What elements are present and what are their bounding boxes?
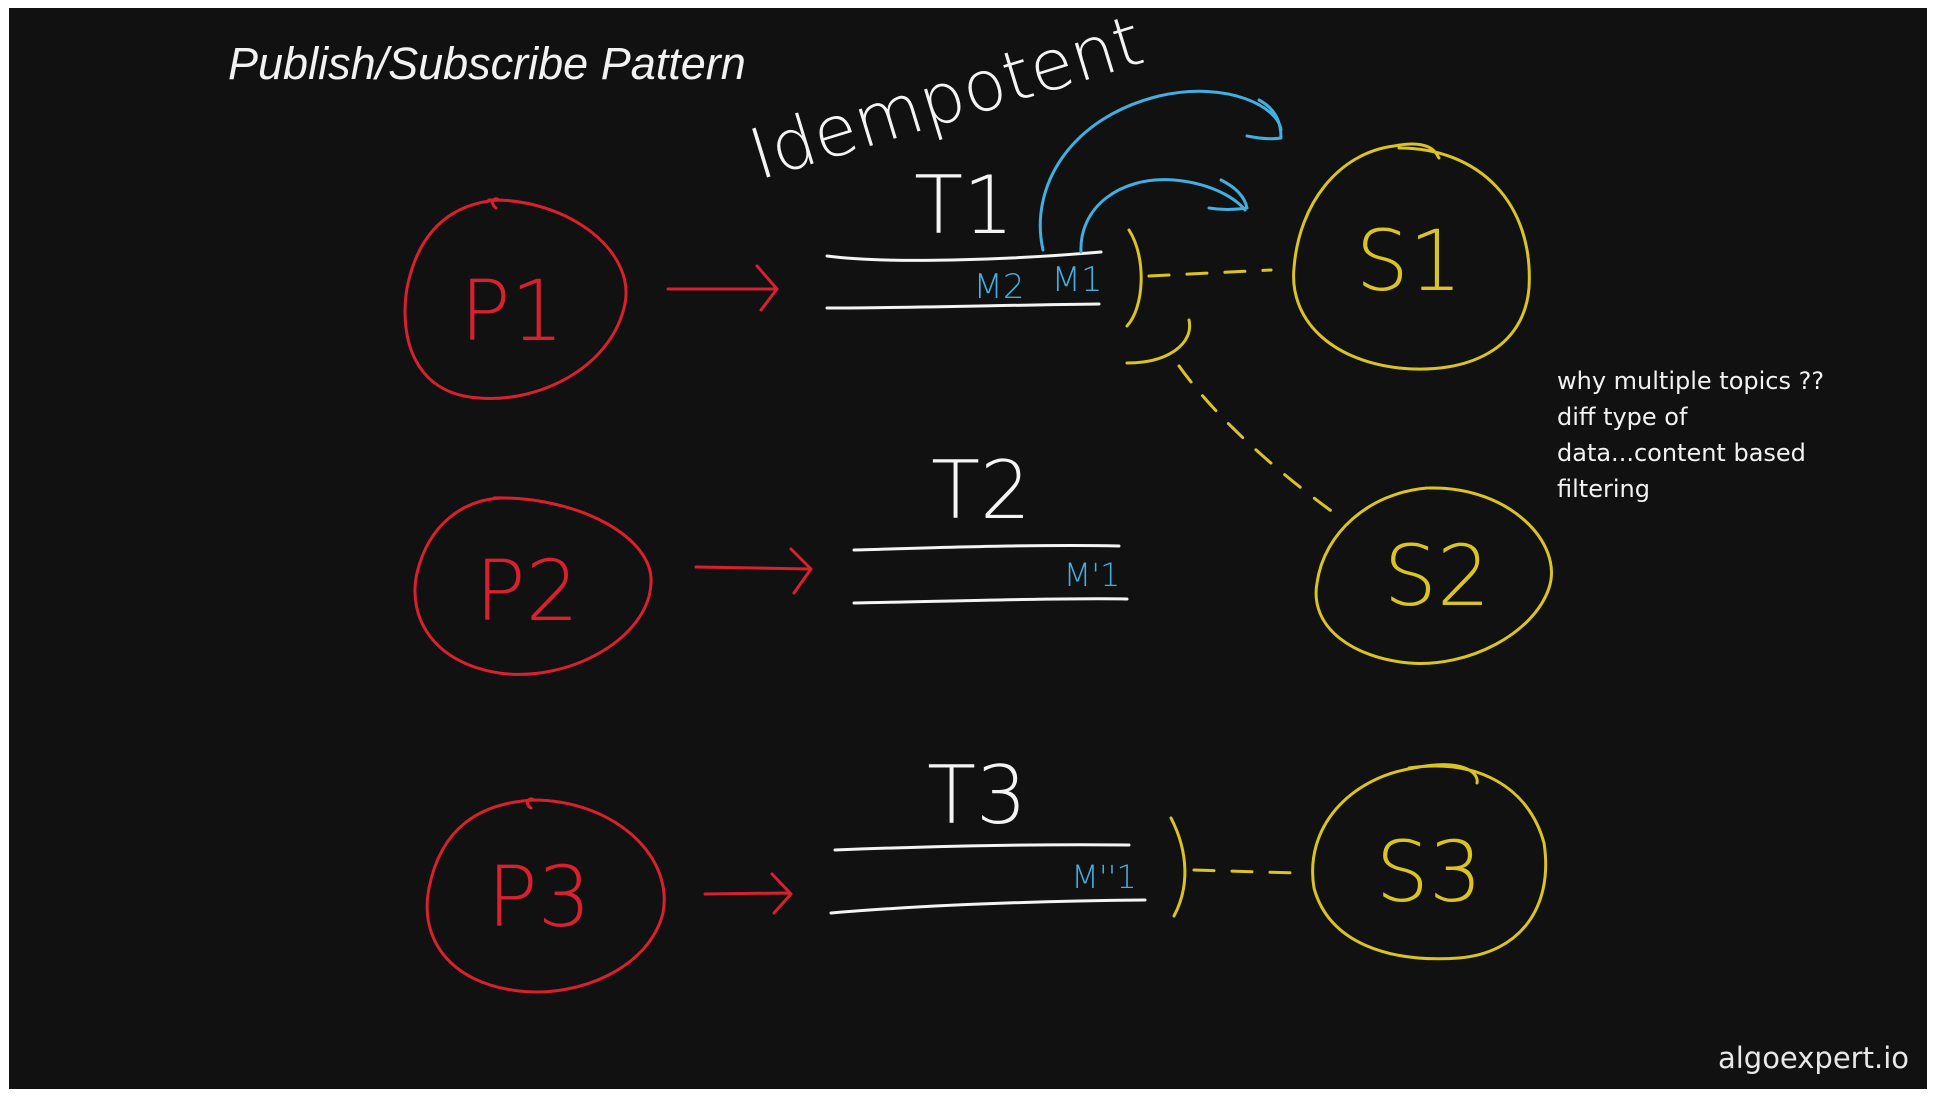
- topic-t2-top-line: [852, 543, 1121, 552]
- slide-frame: P1 P2 P3 T1 M2 M1 T2 M'1 T3: [9, 8, 1927, 1089]
- s1-subscription-link: [1147, 268, 1273, 278]
- topic-t1-top-line: [825, 250, 1103, 262]
- topic-t2-message: M'1: [1064, 556, 1121, 594]
- arrow-p3-t3: [703, 872, 793, 915]
- publisher-p1-label: P1: [460, 262, 564, 360]
- side-note-line: filtering: [1557, 475, 1650, 503]
- arrow-p2-t2: [694, 547, 813, 595]
- publisher-p1: P1: [403, 197, 628, 400]
- pubsub-diagram: P1 P2 P3 T1 M2 M1 T2 M'1 T3: [403, 8, 1553, 994]
- publisher-p3: P3: [425, 797, 666, 994]
- subscriber-s3: S3: [1311, 763, 1548, 961]
- s1-subscription-bracket: [1125, 228, 1143, 328]
- topic-t1: T1 M2 M1: [825, 159, 1103, 310]
- topic-t1-message-m2: M2: [974, 267, 1025, 307]
- publisher-p3-label: P3: [487, 848, 591, 946]
- topic-t1-message-m1: M1: [1052, 260, 1103, 300]
- subscriber-s1: S1: [1292, 142, 1531, 371]
- topic-t2-label: T2: [931, 444, 1031, 537]
- s2-subscription-link: [1177, 364, 1336, 515]
- subscriber-s1-circle: [1292, 142, 1531, 371]
- publisher-p2-circle: [413, 496, 653, 676]
- subscriber-s1-label: S1: [1356, 212, 1463, 310]
- topic-t3-top-line: [833, 843, 1131, 852]
- side-note-line: diff type of: [1557, 403, 1688, 431]
- publisher-p3-circle: [425, 797, 666, 994]
- consume-arrow-outer: [1038, 89, 1283, 252]
- slide-title: Publish/Subscribe Pattern: [228, 38, 746, 89]
- publisher-p1-circle: [403, 197, 628, 400]
- s3-subscription-bracket: [1169, 816, 1187, 918]
- subscriber-s3-label: S3: [1376, 823, 1483, 921]
- consume-arrow-inner: [1079, 178, 1249, 254]
- brand-watermark: algoexpert.io: [1717, 1041, 1909, 1075]
- topic-t3-message: M''1: [1071, 858, 1137, 896]
- subscriber-s2: S2: [1314, 486, 1553, 665]
- topic-t1-bottom-line: [825, 302, 1101, 310]
- side-note-line: data...content based: [1557, 439, 1806, 467]
- subscriber-s2-circle: [1314, 486, 1553, 665]
- topic-t3-label: T3: [927, 749, 1027, 842]
- side-note: why multiple topics ?? diff type of data…: [1557, 363, 1824, 507]
- publisher-p2-label: P2: [475, 542, 579, 640]
- subscriber-s2-label: S2: [1384, 527, 1491, 625]
- publisher-p2: P2: [413, 496, 653, 676]
- topic-t2-bottom-line: [852, 597, 1129, 605]
- subscriber-s3-circle: [1311, 763, 1548, 961]
- s2-subscription-bracket: [1125, 318, 1192, 365]
- side-note-line: why multiple topics ??: [1557, 367, 1825, 395]
- topic-t2: T2 M'1: [852, 444, 1129, 605]
- arrow-p1-t1: [666, 264, 779, 312]
- topic-t1-label: T1: [914, 159, 1014, 252]
- message-consumption-arrows: [1038, 89, 1283, 254]
- topic-t3-bottom-line: [829, 898, 1147, 915]
- s3-subscription-link: [1192, 868, 1299, 875]
- topic-t3: T3 M''1: [829, 749, 1147, 915]
